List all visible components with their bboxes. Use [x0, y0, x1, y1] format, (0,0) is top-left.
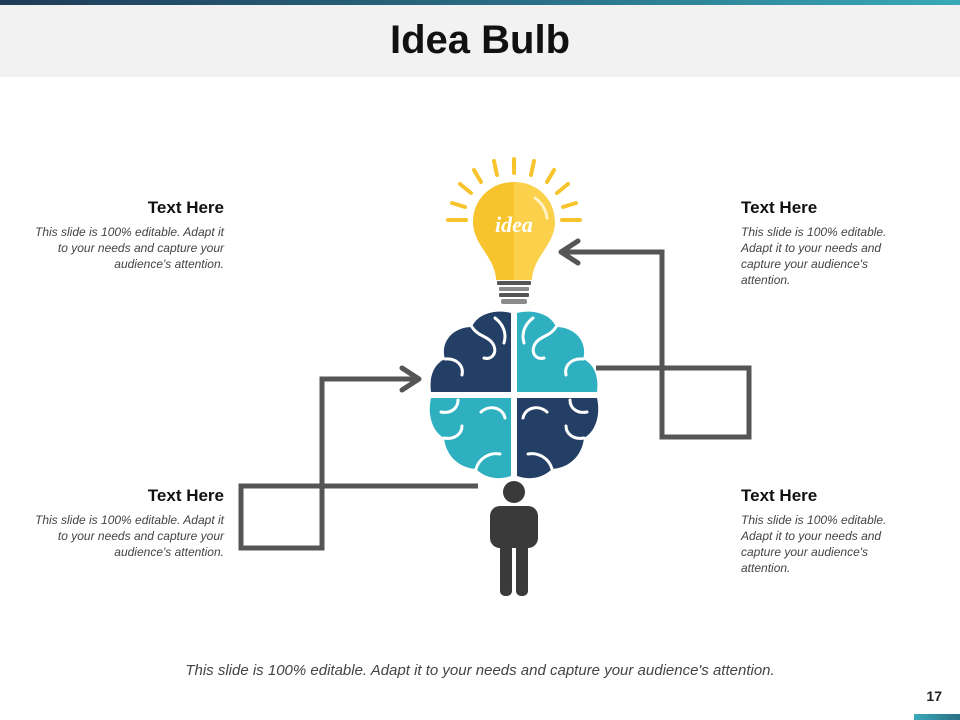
text-block-top-left: Text Here This slide is 100% editable. A… — [34, 198, 224, 272]
brain-icon — [429, 311, 599, 479]
slide-title: Idea Bulb — [389, 18, 571, 62]
text-block-top-right: Text Here This slide is 100% editable. A… — [741, 198, 901, 288]
text-block-body: This slide is 100% editable. Adapt it to… — [35, 225, 224, 271]
corner-accent-bar — [914, 714, 960, 720]
light-rays-icon — [446, 157, 582, 222]
left-connector-arrow — [238, 365, 478, 551]
footer-caption: This slide is 100% editable. Adapt it to… — [185, 662, 775, 679]
person-icon — [490, 481, 538, 596]
title-band — [0, 5, 960, 77]
text-block-body: This slide is 100% editable. Adapt it to… — [741, 513, 887, 575]
text-block-bottom-right: Text Here This slide is 100% editable. A… — [741, 486, 901, 576]
light-bulb-icon: idea — [473, 182, 555, 304]
text-block-body: This slide is 100% editable. Adapt it to… — [35, 513, 224, 559]
text-block-body: This slide is 100% editable. Adapt it to… — [741, 225, 887, 287]
bulb-label: idea — [495, 212, 533, 237]
text-block-heading: Text Here — [741, 486, 818, 505]
page-number: 17 — [926, 688, 942, 704]
text-block-heading: Text Here — [147, 486, 224, 505]
text-block-heading: Text Here — [741, 198, 818, 217]
top-accent-bar — [0, 0, 960, 5]
right-connector-arrow — [558, 238, 752, 440]
text-block-bottom-left: Text Here This slide is 100% editable. A… — [34, 486, 224, 560]
text-block-heading: Text Here — [147, 198, 224, 217]
